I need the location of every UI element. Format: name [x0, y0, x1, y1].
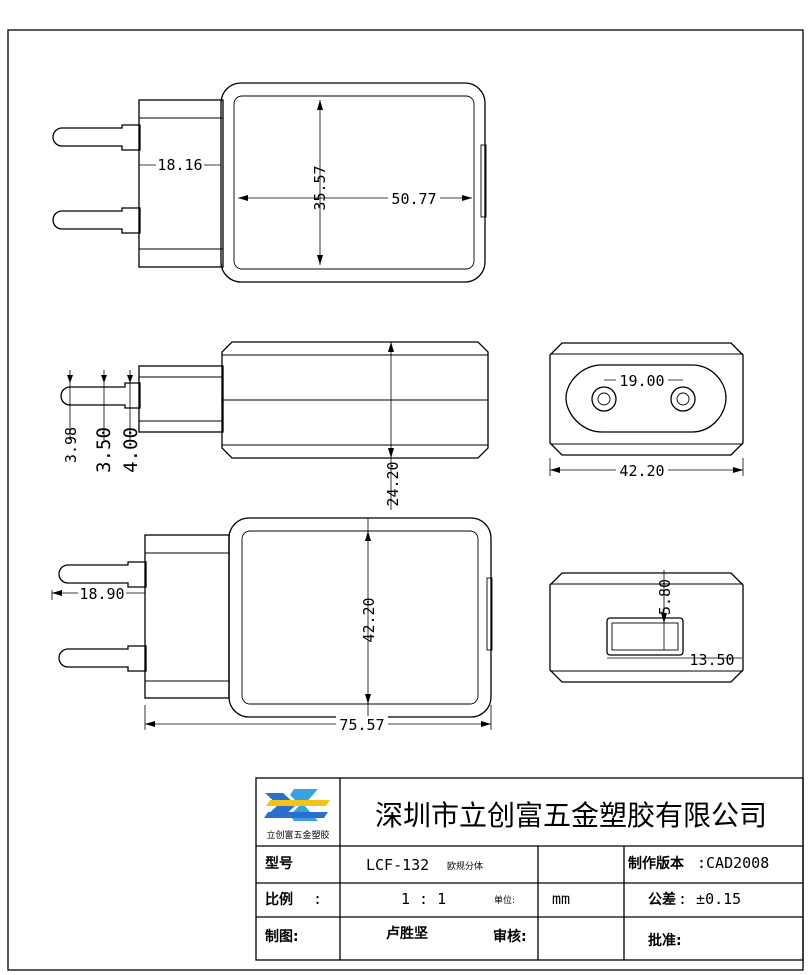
scale-colon: : [313, 890, 322, 908]
version-label: 制作版本 [628, 855, 685, 872]
dim-top-height: 35.57 [311, 165, 329, 210]
company-name: 深圳市立创富五金塑胶有限公司 [375, 799, 767, 832]
scale-label: 比例 [265, 891, 293, 908]
tolerance-value: : ±0.15 [678, 890, 741, 908]
company-logo: 立创富五金塑胶 [264, 789, 330, 841]
side-view: 24.20 3.98 3.50 4.00 [60, 341, 489, 510]
dim-side-pin-a: 3.98 [62, 427, 80, 463]
tolerance-label: 公差 [648, 891, 676, 908]
dim-front-pin-spacing: 19.00 [619, 372, 664, 390]
front-view: 19.00 42.20 [549, 342, 744, 480]
unit-label: 单位: [494, 894, 515, 906]
logo-caption: 立创富五金塑胶 [266, 829, 329, 841]
scale-value: 1 : 1 [401, 890, 446, 908]
model-value: LCF-132 [366, 856, 429, 874]
bottom-view: 18.90 42.20 75.57 [51, 517, 493, 734]
dim-bottom-plug-length: 18.90 [79, 585, 124, 603]
model-label: 型号 [265, 855, 293, 872]
version-value: :CAD2008 [697, 854, 769, 872]
usb-view: 5.80 13.50 [549, 570, 744, 683]
dim-side-pin-b: 3.50 [93, 427, 115, 473]
dim-bottom-height: 42.20 [360, 597, 378, 642]
drawn-label: 制图: [265, 928, 299, 945]
top-view: 18.16 50.77 35.57 [52, 82, 487, 283]
approve-label: 批准: [648, 932, 682, 949]
dim-top-width: 50.77 [391, 190, 436, 208]
dim-usb-port-height: 5.80 [656, 579, 674, 615]
dim-top-plug-length: 18.16 [157, 156, 202, 174]
dim-front-width: 42.20 [619, 462, 664, 480]
title-block: 立创富五金塑胶 深圳市立创富五金塑胶有限公司 型号 LCF-132 欧规分体 制… [255, 777, 804, 961]
dim-usb-port-width: 13.50 [689, 651, 734, 669]
drawing-border [7, 29, 804, 971]
dim-bottom-overall-length: 75.57 [339, 716, 384, 734]
drawn-value: 卢胜坚 [386, 925, 428, 942]
dim-side-depth: 24.20 [384, 461, 402, 506]
unit-value: mm [552, 890, 570, 908]
dim-side-pin-c: 4.00 [120, 427, 142, 473]
review-label: 审核: [493, 928, 527, 945]
model-note: 欧规分体 [447, 860, 483, 872]
